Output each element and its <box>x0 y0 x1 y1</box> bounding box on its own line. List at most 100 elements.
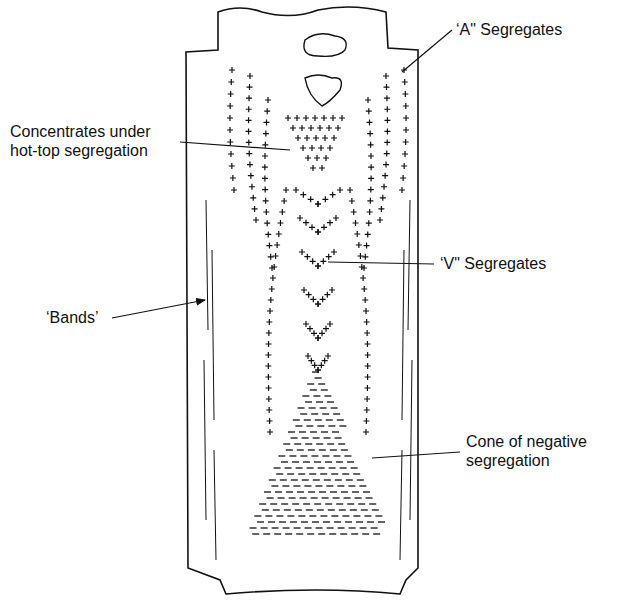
segregate-cross <box>305 155 311 161</box>
segregate-cross <box>263 209 269 215</box>
negative-dash <box>318 533 325 534</box>
segregate-cross <box>312 115 318 121</box>
segregate-cross <box>323 155 329 161</box>
segregate-cross <box>357 253 363 259</box>
segregate-cross <box>270 275 276 281</box>
negative-dash <box>286 491 293 492</box>
negative-dash <box>278 497 285 498</box>
negative-dash <box>337 419 344 420</box>
negative-dash <box>300 455 307 456</box>
negative-dash <box>329 467 336 468</box>
segregate-cross <box>368 175 374 181</box>
negative-dash <box>300 413 307 414</box>
negative-dash <box>310 389 317 390</box>
negative-dash <box>259 503 266 504</box>
v-segregates-label: ‘V" Segregates <box>440 254 590 273</box>
negative-dash <box>306 425 313 426</box>
segregate-cross <box>365 231 371 237</box>
segregate-cross <box>229 163 235 169</box>
segregate-cross <box>330 192 336 198</box>
segregate-cross <box>402 79 408 85</box>
segregate-cross <box>228 151 234 157</box>
segregate-cross <box>368 187 374 193</box>
negative-dash <box>285 467 292 468</box>
negative-dash <box>309 407 316 408</box>
negative-dash <box>271 485 278 486</box>
negative-dash <box>324 395 331 396</box>
negative-dash <box>322 413 329 414</box>
negative-dash <box>375 515 382 516</box>
negative-dash <box>302 395 309 396</box>
negative-dash <box>309 473 316 474</box>
segregate-cross <box>262 175 268 181</box>
negative-dash <box>346 479 353 480</box>
segregate-cross <box>263 131 269 137</box>
negative-dash <box>264 491 271 492</box>
bands <box>204 200 412 560</box>
negative-dash <box>304 419 311 420</box>
negative-dash <box>326 485 333 486</box>
negative-dash <box>323 521 330 522</box>
negative-dash <box>307 467 314 468</box>
segregate-cross <box>359 264 365 270</box>
negative-dash <box>267 497 274 498</box>
a-segregates-label: ‘A" Segregates <box>456 20 606 39</box>
segregate-cross <box>382 173 388 179</box>
segregate-cross <box>356 242 362 248</box>
negative-dash <box>353 473 360 474</box>
segregate-cross <box>384 128 390 134</box>
negative-dash <box>331 407 338 408</box>
negative-dash <box>296 533 303 534</box>
segregate-cross <box>324 292 330 298</box>
negative-dash <box>297 449 304 450</box>
negative-dash <box>270 503 277 504</box>
segregate-cross <box>308 358 314 364</box>
segregate-cross <box>309 224 315 230</box>
negative-segregation-marks <box>250 372 385 534</box>
negative-dash <box>333 413 340 414</box>
segregate-cross <box>384 106 390 112</box>
segregate-cross <box>326 254 332 260</box>
segregate-cross <box>314 155 320 161</box>
segregate-cross <box>306 292 312 298</box>
segregate-cross <box>301 287 307 293</box>
negative-dash <box>313 437 320 438</box>
negative-dash <box>298 407 305 408</box>
shrinkage-cavity <box>304 34 346 57</box>
segregate-cross <box>315 229 321 235</box>
negative-dash <box>303 503 310 504</box>
segregate-cross <box>320 296 326 302</box>
segregate-cross <box>354 231 360 237</box>
segregate-cross <box>335 125 341 131</box>
segregate-cross <box>312 362 318 368</box>
negative-dash <box>261 527 268 528</box>
segregate-cross <box>368 142 374 148</box>
segregate-cross <box>266 330 272 336</box>
negative-dash <box>291 479 298 480</box>
segregate-cross <box>315 335 321 341</box>
negative-dash <box>331 515 338 516</box>
segregate-cross <box>249 184 255 190</box>
negative-dash <box>317 425 324 426</box>
segregate-cross <box>304 135 310 141</box>
segregate-cross <box>322 358 328 364</box>
segregate-cross <box>384 117 390 123</box>
negative-dash <box>369 503 376 504</box>
negative-dash <box>327 527 334 528</box>
negative-dash <box>297 491 304 492</box>
segregate-cross <box>268 297 274 303</box>
segregate-cross <box>266 385 272 391</box>
negative-dash <box>321 389 328 390</box>
segregate-cross <box>403 127 409 133</box>
negative-dash <box>356 521 363 522</box>
segregate-cross <box>252 206 258 212</box>
segregate-cross <box>274 242 280 248</box>
segregate-cross <box>315 263 321 269</box>
segregate-cross <box>262 187 268 193</box>
segregate-cross <box>322 135 328 141</box>
segregate-cross <box>309 145 315 151</box>
negative-dash <box>305 401 312 402</box>
negative-dash <box>281 461 288 462</box>
negative-dash <box>307 383 314 384</box>
segregate-cross <box>337 187 343 193</box>
